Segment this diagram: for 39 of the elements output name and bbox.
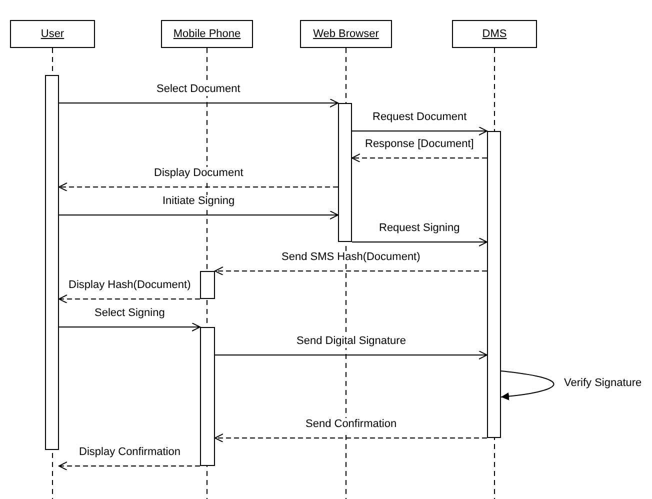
participant-box — [300, 20, 392, 48]
activation-bar — [200, 271, 215, 299]
message-arrow — [58, 322, 200, 332]
message-label: Request Signing — [378, 222, 461, 235]
message-label: Display Document — [153, 167, 244, 180]
message-label: Display Hash(Document) — [68, 279, 192, 292]
message-label: Select Signing — [94, 307, 166, 320]
activation-bar — [338, 103, 352, 242]
return-message-arrow — [214, 434, 488, 442]
activation-bar — [487, 131, 501, 438]
message-arrow — [214, 350, 488, 360]
participant-name: Web Browser — [312, 28, 380, 40]
participant-name: Mobile Phone — [172, 28, 242, 40]
participant-box — [10, 20, 95, 48]
return-message-arrow — [58, 294, 200, 304]
activation-bar — [45, 75, 59, 450]
participant-name: DMS — [481, 28, 508, 40]
self-message-arrow — [500, 370, 554, 400]
participant-box — [161, 20, 253, 48]
message-label: Initiate Signing — [162, 195, 236, 208]
message-label: Response [Document] — [364, 138, 475, 151]
message-label: Send Confirmation — [304, 418, 398, 431]
message-arrow — [58, 98, 338, 108]
message-label: Display Confirmation — [78, 446, 182, 459]
participant-box — [452, 20, 537, 48]
message-label: Send Digital Signature — [296, 335, 407, 348]
message-arrow — [58, 210, 338, 220]
message-arrow — [352, 238, 488, 246]
return-message-arrow — [58, 182, 338, 192]
participant-name: User — [40, 28, 66, 40]
message-label: Select Document — [156, 83, 242, 96]
return-message-arrow — [352, 154, 488, 162]
message-label: Verify Signature — [563, 377, 643, 390]
message-label: Request Document — [372, 111, 468, 124]
message-label: Send SMS Hash(Document) — [280, 251, 422, 264]
return-message-arrow — [214, 266, 488, 276]
return-message-arrow — [58, 462, 200, 470]
activation-bar — [200, 327, 215, 466]
message-arrow — [352, 126, 488, 136]
